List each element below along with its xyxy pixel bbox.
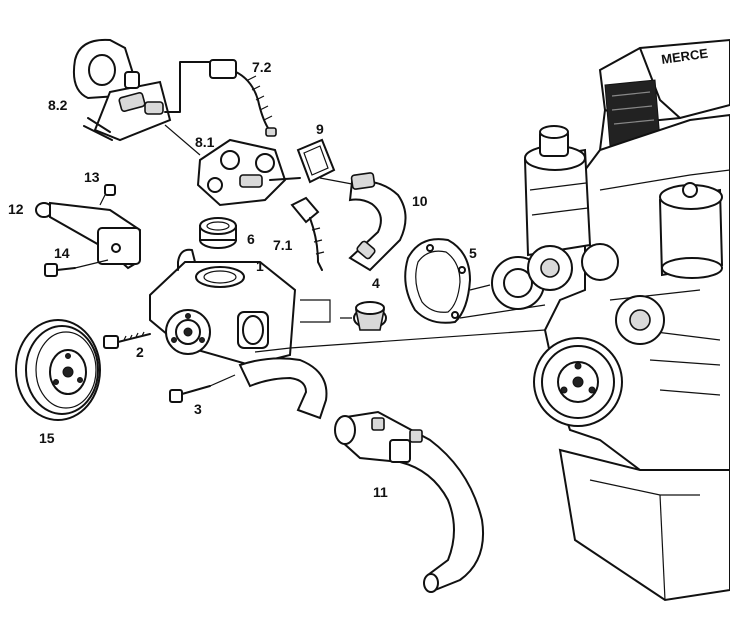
part-5-gasket	[404, 238, 472, 324]
callout-13: 13	[84, 169, 100, 185]
callout-8-2: 8.2	[48, 97, 68, 113]
part-8-2	[72, 38, 172, 142]
part-2-bolt	[103, 331, 151, 349]
callout-7-2: 7.2	[252, 59, 272, 75]
callout-7-1: 7.1	[273, 237, 293, 253]
callout-2: 2	[136, 344, 144, 360]
part-15-pulley	[15, 319, 101, 421]
pump-outlet-hose	[238, 357, 328, 420]
engine-block: MERCE	[491, 38, 730, 602]
callout-6: 6	[247, 231, 255, 247]
callout-11: 11	[373, 484, 388, 500]
part-9-gasket	[296, 138, 336, 184]
part-10-hose	[319, 172, 407, 272]
engine-brand-label: MERCE	[660, 46, 709, 67]
part-1-water-pump	[149, 248, 546, 367]
callout-10: 10	[412, 193, 428, 209]
part-3-bolt	[169, 374, 236, 403]
part-11-hose	[334, 410, 484, 593]
callout-15: 15	[39, 430, 55, 446]
part-8-1	[196, 138, 301, 207]
part-4-thermostat	[353, 301, 387, 331]
callout-3: 3	[194, 401, 202, 417]
bracket-assembly	[35, 184, 142, 277]
part-7-2	[164, 59, 277, 137]
callout-1: 1	[256, 258, 264, 274]
leader-8-2	[164, 124, 201, 156]
leader-4	[300, 299, 352, 323]
callout-5: 5	[469, 245, 477, 261]
callout-9: 9	[316, 121, 324, 137]
callout-8-1: 8.1	[195, 134, 215, 150]
part-6-seal	[199, 217, 237, 249]
callout-14: 14	[54, 245, 70, 261]
leader-5	[459, 284, 546, 319]
callout-12: 12	[8, 201, 24, 217]
callout-4: 4	[372, 275, 380, 291]
part-7-1	[290, 196, 325, 271]
